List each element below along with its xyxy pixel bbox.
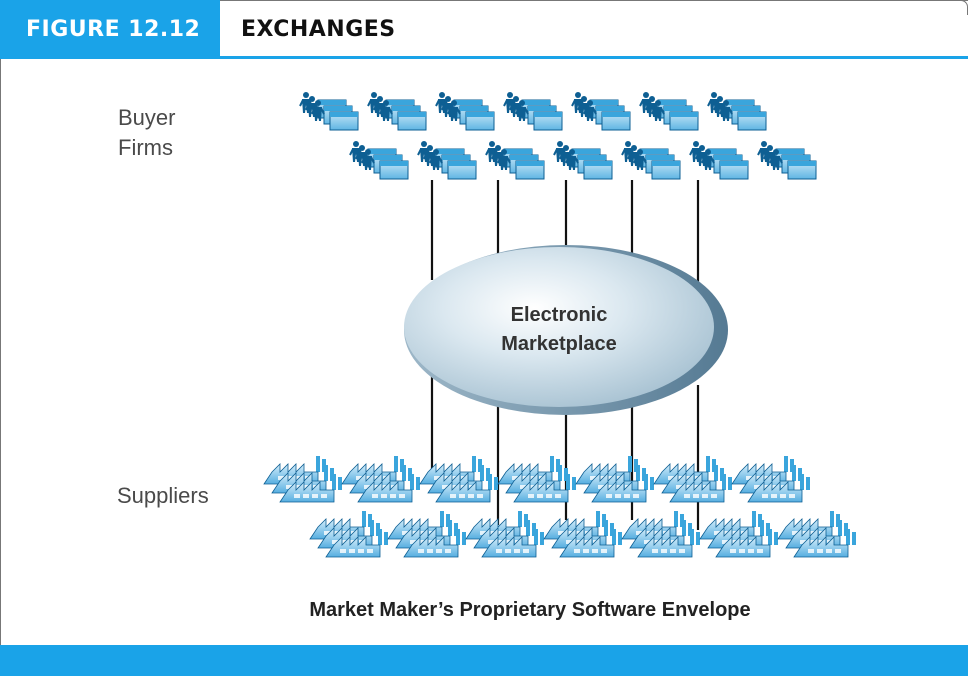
people-with-documents-icon — [435, 92, 495, 131]
factory-icon — [621, 511, 700, 558]
factory-icon — [387, 511, 466, 558]
people-with-documents-icon — [503, 92, 563, 131]
hub-label-line2: Marketplace — [501, 333, 617, 355]
factory-icon — [543, 511, 622, 558]
buyers-label-line1: Buyer — [118, 105, 176, 130]
figure-title: EXCHANGES — [241, 17, 396, 42]
electronic-marketplace-hub: Electronic Marketplace — [404, 245, 728, 415]
people-with-documents-icon — [553, 141, 613, 180]
factory-icon — [731, 456, 810, 503]
buyers-label-line2: Firms — [118, 135, 173, 160]
people-with-documents-icon — [485, 141, 545, 180]
factory-icon — [263, 456, 342, 503]
people-with-documents-icon — [349, 141, 409, 180]
top-border — [220, 0, 968, 1]
people-with-documents-icon — [417, 141, 477, 180]
people-with-documents-icon — [689, 141, 749, 180]
people-with-documents-icon — [639, 92, 699, 131]
people-with-documents-icon — [571, 92, 631, 131]
factory-icon — [497, 456, 576, 503]
suppliers-label: Suppliers — [117, 483, 209, 508]
factory-icon — [653, 456, 732, 503]
people-with-documents-icon — [707, 92, 767, 131]
factory-icon — [777, 511, 856, 558]
people-with-documents-icon — [621, 141, 681, 180]
factory-icon — [419, 456, 498, 503]
buyer-firms-group — [299, 92, 817, 180]
caption: Market Maker’s Proprietary Software Enve… — [309, 599, 750, 621]
connection-lines — [430, 180, 700, 530]
people-with-documents-icon — [757, 141, 817, 180]
bottom-accent-bar — [0, 645, 968, 676]
factory-icon — [309, 511, 388, 558]
factory-icon — [465, 511, 544, 558]
factory-icon — [699, 511, 778, 558]
figure-number: FIGURE 12.12 — [0, 0, 220, 59]
factory-icon — [341, 456, 420, 503]
figure-header: FIGURE 12.12 EXCHANGES — [0, 0, 968, 59]
factory-icon — [575, 456, 654, 503]
left-border — [0, 59, 1, 645]
people-with-documents-icon — [299, 92, 359, 131]
hub-label-line1: Electronic — [511, 304, 608, 326]
people-with-documents-icon — [367, 92, 427, 131]
suppliers-group — [263, 456, 856, 558]
